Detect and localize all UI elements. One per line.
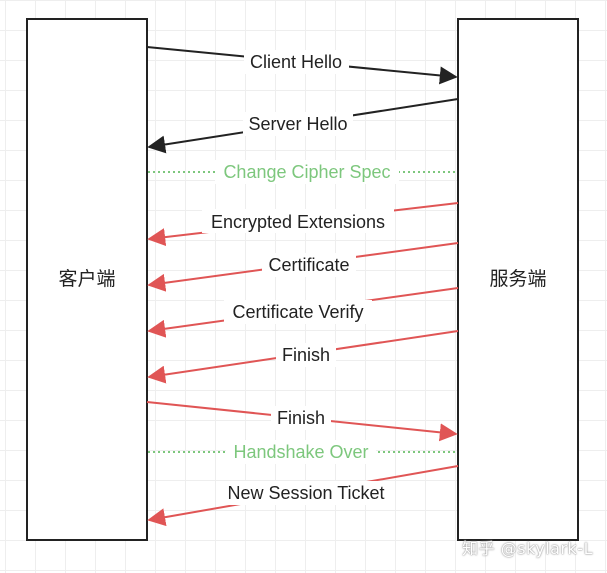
certificate-verify-label: Certificate Verify — [232, 302, 363, 322]
label-bg — [226, 440, 376, 464]
label-bg — [243, 112, 353, 136]
new-session-ticket-label: New Session Ticket — [227, 483, 384, 503]
label-bg — [217, 481, 395, 505]
server-finish-label: Finish — [282, 345, 330, 365]
client-hello-label: Client Hello — [250, 52, 342, 72]
label-bg — [215, 160, 399, 184]
label-bg — [244, 50, 349, 74]
label-bg — [224, 300, 372, 324]
change-cipher-spec-label: Change Cipher Spec — [223, 162, 390, 182]
encrypted-extensions-label: Encrypted Extensions — [211, 212, 385, 232]
watermark: 知乎 @skylark-L — [462, 539, 593, 558]
label-bg — [262, 253, 356, 277]
handshake-over-label: Handshake Over — [233, 442, 368, 462]
server-lifeline-box — [457, 18, 579, 541]
client-lifeline-box — [26, 18, 148, 541]
client-finish-label: Finish — [277, 408, 325, 428]
server-label: 服务端 — [489, 268, 546, 290]
label-bg — [202, 209, 394, 233]
label-bg — [276, 343, 336, 367]
certificate-label: Certificate — [268, 255, 349, 275]
label-bg — [271, 406, 331, 430]
client-label: 客户端 — [58, 268, 115, 290]
server-hello-label: Server Hello — [248, 114, 347, 134]
